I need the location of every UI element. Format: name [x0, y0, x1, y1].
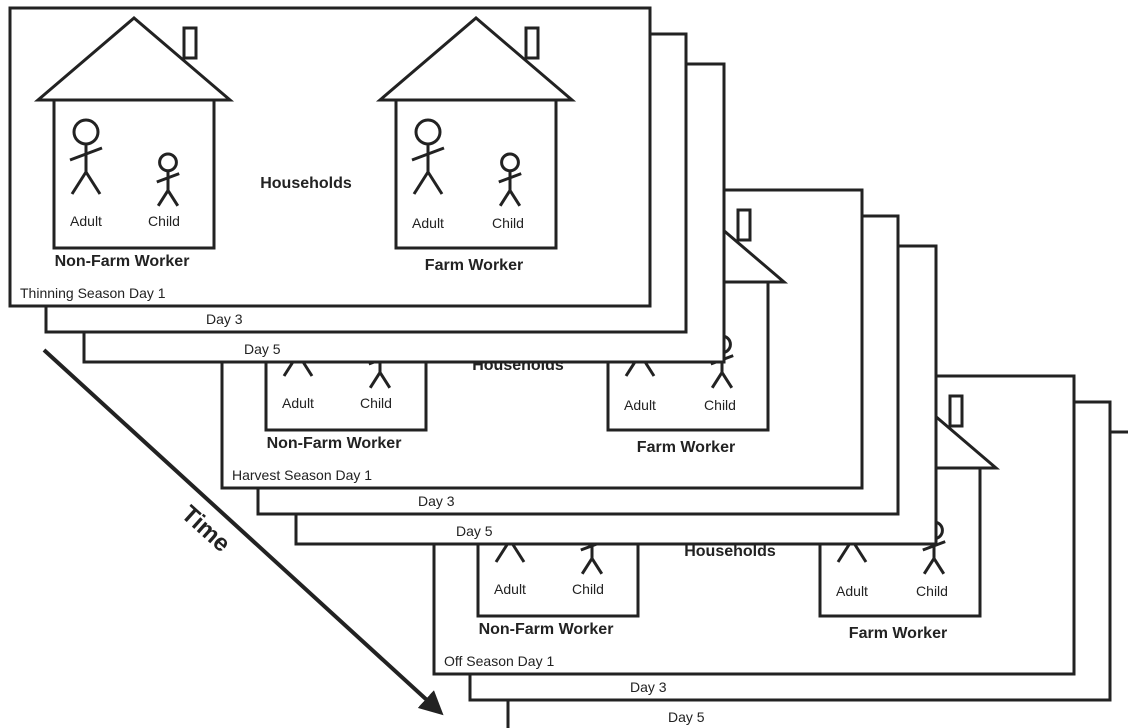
child-label: Child: [572, 581, 604, 597]
farm-worker-label: Farm Worker: [849, 625, 947, 642]
households-label: Households: [260, 175, 352, 192]
non-farm-worker-label: Non-Farm Worker: [267, 435, 402, 452]
adult-label: Adult: [494, 581, 526, 597]
child-figure: [156, 152, 180, 207]
frame-label: Day 5: [668, 709, 705, 725]
frame-label: Day 5: [244, 341, 281, 357]
frame-label: Day 5: [456, 523, 493, 539]
adult-label: Adult: [624, 397, 656, 413]
adult-figure: [411, 118, 445, 195]
child-label: Child: [492, 215, 524, 231]
child-label: Child: [704, 397, 736, 413]
frame-label: Day 3: [418, 493, 455, 509]
frame-label: Day 3: [206, 311, 243, 327]
frame-label: Off Season Day 1: [444, 653, 554, 669]
child-label: Child: [360, 395, 392, 411]
farm-house: [375, 16, 577, 250]
adult-label: Adult: [282, 395, 314, 411]
non-farm-worker-label: Non-Farm Worker: [55, 253, 190, 270]
adult-label: Adult: [70, 213, 102, 229]
adult-label: Adult: [836, 583, 868, 599]
households-label: Households: [684, 543, 776, 560]
time-label: Time: [176, 500, 235, 557]
adult-figure: [69, 118, 103, 195]
farm-worker-label: Farm Worker: [637, 439, 735, 456]
frame-label: Harvest Season Day 1: [232, 467, 372, 483]
farm-worker-label: Farm Worker: [425, 257, 523, 274]
frame-label: Day 3: [630, 679, 667, 695]
adult-label: Adult: [412, 215, 444, 231]
frame-label: Thinning Season Day 1: [20, 285, 166, 301]
non-farm-house: [33, 16, 235, 250]
child-figure: [498, 152, 522, 207]
child-label: Child: [148, 213, 180, 229]
child-label: Child: [916, 583, 948, 599]
non-farm-worker-label: Non-Farm Worker: [479, 621, 614, 638]
